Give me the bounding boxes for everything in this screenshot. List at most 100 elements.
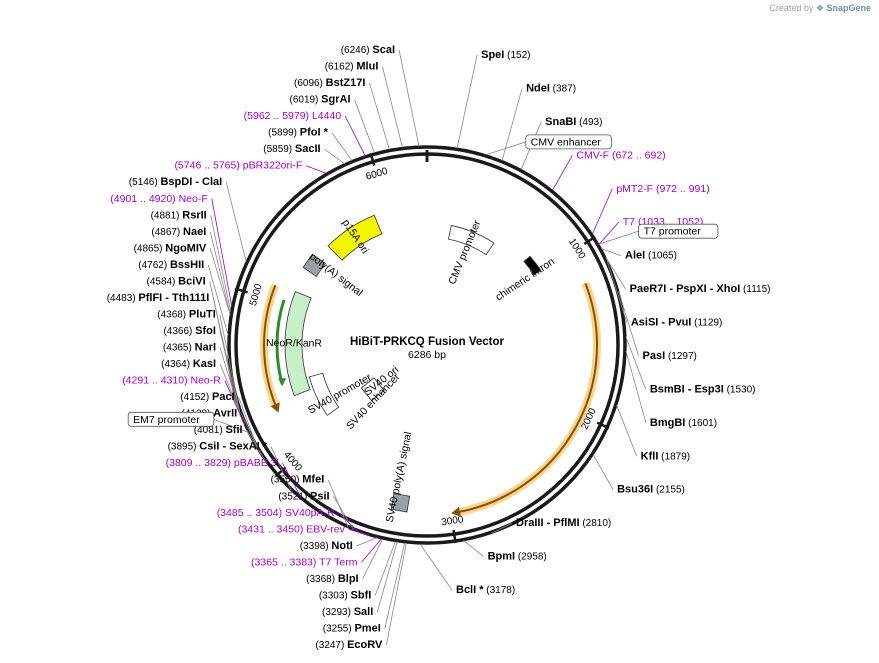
watermark-prefix: Created by [769,3,814,13]
leader-line [598,221,620,245]
tick-mark [369,152,376,166]
paci-site-label: (4152) PacI [180,391,234,403]
map-length: 6286 bp [408,349,446,361]
leader-line [591,188,613,235]
leader-line [625,336,647,390]
leader-line [219,363,241,414]
p15a-ori-feature [327,214,383,261]
rsrii-site-label: (4881) RsrII [151,209,207,221]
blpi-site-label: (3368) BlpI [306,573,358,585]
leader-line [463,540,484,557]
neo-r-primer-label: (4291 .. 4310) Neo-R [122,375,221,387]
alei-site-label: AleI (1065) [625,250,677,262]
pmei-site-label: (3255) PmeI [323,622,381,634]
leader-line [331,132,353,161]
ngomiv-site-label: (4865) NgoMIV [134,242,207,254]
t7-term-primer-label: (3365 .. 3383) T7 Term [251,556,358,568]
bcli-site-label: BclI * (3178) [456,584,515,596]
leader-line [209,231,231,315]
l4440-primer-label: (5962 .. 5979) L4440 [244,110,342,122]
leader-line [219,314,241,413]
leader-line [209,248,231,316]
sv40pa-r-primer-label: (3485 .. 3504) SV40pA-R [217,507,335,519]
tick-mark [275,466,287,477]
leader-line [354,99,375,154]
orf-line [457,282,598,514]
bsu36i-site-label: Bsu36I (2155) [617,484,685,496]
leader-line [501,88,523,161]
leader-line [376,541,398,613]
leader-line [282,463,303,501]
tick-mark [583,235,596,245]
leader-line [344,115,366,157]
leader-line [207,264,229,336]
pasi-site-label: PasI (1297) [643,350,697,362]
sbfi-site-label: (3303) SbfI [319,589,371,601]
sv40-enhancer-feature [360,377,385,402]
scai-site-label: (6246) ScaI [341,44,395,56]
neo-f-primer-label: (4901 .. 4920) Neo-F [110,193,207,205]
leader-line [306,165,327,174]
nari-site-label: (4365) NarI [163,342,216,354]
tick-mark [596,421,610,430]
kfli-site-label: KflI (1879) [641,450,690,462]
watermark: Created by ❖ SnapGene [769,3,871,14]
poly-a-signal-feature [302,253,327,278]
leader-line [324,148,345,165]
plasmid-backbone [227,145,627,545]
leader-line [605,257,626,290]
t7-promoter-box-label: T7 promoter [644,226,702,238]
tick-label: 5000 [248,282,265,307]
tick-mark [234,287,248,294]
neor-orf-arrowhead [278,378,287,387]
ecorv-site-label: (3247) EcoRV [315,639,383,651]
neor-kanr-label: NeoR/KanR [266,337,323,350]
bsmbi-esp3i-site-label: BsmBI - Esp3I (1530) [650,383,756,395]
em7-promoter-box-label: EM7 promoter [133,414,200,426]
chimeric-intron-feature [523,255,542,276]
site-labels: SpeI (152)NdeI (387)SnaBI (493)CMV-F (67… [107,44,771,651]
leader-line [225,182,247,262]
leader-line [356,537,377,547]
bsshii-site-label: (4762) BssHII [138,259,204,271]
cmv-promoter-feature [447,224,495,256]
bspdi-clai-site-label: (5146) BspDI - ClaI [129,176,222,188]
pfoi-site-label: (5899) PfoI * [268,127,329,139]
naei-site-label: (4867) NaeI [151,226,206,238]
sfoi-site-label: (4366) SfoI [163,325,215,337]
draiii-pflmi-site-label: DraIII - PflMI (2810) [516,517,611,529]
t7-promoter-box [638,223,719,239]
leader-line [219,347,241,414]
kasi-site-label: (4364) KasI [161,358,216,370]
pbabe-3-primer-label: (3809 .. 3829) pBABE 3' [166,457,279,469]
sv40-poly-a-signal-feature [390,493,411,513]
leader-line [369,82,390,150]
snabi-site-label: SnaBI (493) [545,116,602,128]
leader-line [600,248,622,257]
neor-orf-line [275,299,286,385]
orf-arrowhead [451,506,461,517]
leader-lines [207,49,647,646]
leader-line [398,49,420,147]
leader-line [491,522,513,534]
leader-line [224,380,246,426]
sfii-site-label: (4081) SfiI [194,424,243,436]
leader-line [211,198,233,307]
leader-line [362,538,383,580]
watermark-brand: SnapGene [826,3,871,13]
leader-line [419,543,453,591]
bmgbi-site-label: BmgBI (1601) [650,417,717,429]
leader-line [456,54,478,149]
orf-arcs [260,281,601,517]
leader-line [219,330,241,414]
cmv-enhancer-box-label: CMV enhancer [531,136,602,148]
spei-site-label: SpeI (152) [481,49,530,61]
pflfi-tth111i-site-label: (4483) PflFI - Tth111I [107,292,210,304]
leader-line [625,350,647,423]
leader-line [592,454,614,490]
leader-line [616,405,638,457]
backbone-outer-ring [227,145,627,545]
ndei-site-label: NdeI (387) [526,82,576,94]
orf-line [263,284,277,407]
leader-line [210,215,232,313]
